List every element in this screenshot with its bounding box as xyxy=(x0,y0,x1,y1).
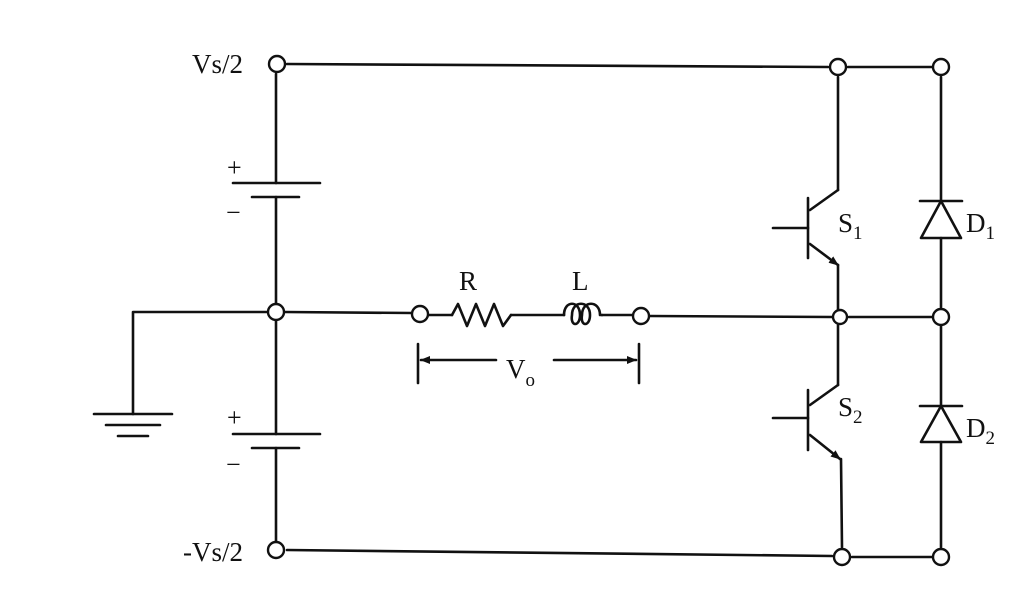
top-rail-wire xyxy=(285,62,830,69)
bottom-rail-wire xyxy=(285,548,834,558)
output-voltage-symbol: V xyxy=(506,354,526,384)
switch-midpoint-node xyxy=(831,308,849,326)
s2-collector xyxy=(808,383,840,407)
switch-top-node xyxy=(828,57,848,77)
switch-bottom-node xyxy=(832,547,852,567)
diode-bottom-node xyxy=(931,547,951,567)
diode-d2-label: D2 xyxy=(966,413,995,449)
s1-collector xyxy=(808,188,840,212)
load-right-terminal xyxy=(631,306,651,326)
switch-s1-symbol: S xyxy=(838,208,853,238)
switch-s2-symbol: S xyxy=(838,392,853,422)
top-rail-terminal xyxy=(267,54,287,74)
lower-source-plus: + xyxy=(227,403,242,432)
bottom-rail-label: -Vs/2 xyxy=(183,537,243,567)
midpoint-to-load-wire xyxy=(283,310,414,315)
output-voltage-label: Vo xyxy=(506,354,535,391)
diode-d2-symbol: D xyxy=(966,413,986,443)
resistor-symbol xyxy=(450,302,513,328)
switch-column-wire-bottom xyxy=(839,457,844,549)
diode-d1-label: D1 xyxy=(966,208,995,244)
inductor-label: L xyxy=(572,266,589,296)
diode-d1-symbol: D xyxy=(966,208,986,238)
resistor-label: R xyxy=(459,266,477,296)
d2-triangle xyxy=(919,404,963,444)
s2-emitter xyxy=(808,433,842,461)
d1-triangle xyxy=(919,199,963,240)
output-voltage-subscript: o xyxy=(526,370,536,391)
load-left-terminal xyxy=(410,304,430,324)
s1-emitter xyxy=(808,242,840,267)
load-to-bridge-wire xyxy=(648,314,834,319)
top-rail-label: Vs/2 xyxy=(192,49,243,79)
switch-s2-subscript: 2 xyxy=(853,407,863,428)
diode-d2-subscript: 2 xyxy=(986,428,996,449)
diode-midpoint-node xyxy=(931,307,951,327)
source-midpoint-node xyxy=(266,302,286,322)
switch-s2-label: S2 xyxy=(838,392,863,428)
diode-d1-subscript: 1 xyxy=(986,223,996,244)
bottom-rail-terminal xyxy=(266,540,286,560)
switch-s1-label: S1 xyxy=(838,208,863,244)
inductor-symbol xyxy=(562,302,604,326)
upper-source-minus: − xyxy=(226,198,241,227)
switch-s1-subscript: 1 xyxy=(853,223,863,244)
diode-top-node xyxy=(931,57,951,77)
upper-source-plus: + xyxy=(227,153,242,182)
ground-wire xyxy=(131,310,269,416)
lower-source-minus: − xyxy=(226,450,241,479)
